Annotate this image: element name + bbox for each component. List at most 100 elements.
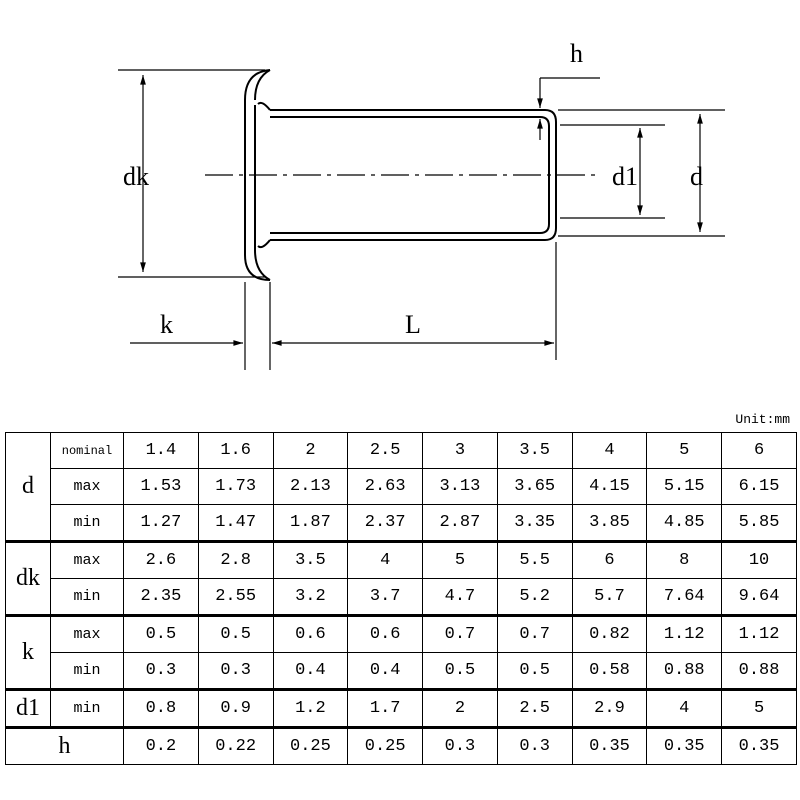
- value-cell: 5.5: [496, 540, 573, 579]
- value-cell: 2.5: [496, 688, 573, 728]
- eyelet-drawing: h dk d1 d k L: [118, 39, 725, 370]
- value-cell: 2.13: [272, 468, 349, 505]
- sub-label: min: [50, 578, 124, 616]
- label-h: h: [570, 39, 583, 68]
- value-cell: 0.5: [197, 614, 274, 653]
- value-cell: 0.5: [496, 652, 573, 690]
- group-label: h: [5, 726, 124, 765]
- value-cell: 10: [721, 540, 797, 579]
- value-cell: 0.7: [496, 614, 573, 653]
- value-cell: 0.9: [197, 688, 274, 728]
- sub-label: min: [50, 688, 124, 728]
- value-cell: 5: [721, 688, 797, 728]
- value-cell: 1.53: [123, 468, 199, 505]
- label-k: k: [160, 310, 173, 339]
- group-label: dk: [5, 540, 51, 616]
- value-cell: 0.5: [422, 652, 498, 690]
- value-cell: 5: [422, 540, 498, 579]
- value-cell: 4: [347, 540, 424, 579]
- value-cell: 1.73: [197, 468, 274, 505]
- value-cell: 0.2: [123, 726, 199, 765]
- value-cell: 6: [721, 432, 797, 469]
- value-cell: 1.6: [197, 432, 274, 469]
- value-cell: 0.4: [272, 652, 349, 690]
- value-cell: 0.6: [272, 614, 349, 653]
- value-cell: 5.85: [721, 504, 797, 542]
- value-cell: 3: [422, 432, 498, 469]
- value-cell: 0.8: [123, 688, 199, 728]
- value-cell: 0.35: [721, 726, 797, 765]
- value-cell: 2.37: [347, 504, 424, 542]
- value-cell: 1.27: [123, 504, 199, 542]
- label-d1: d1: [612, 162, 638, 191]
- value-cell: 2.6: [123, 540, 199, 579]
- value-cell: 8: [646, 540, 723, 579]
- value-cell: 3.85: [571, 504, 648, 542]
- value-cell: 1.12: [646, 614, 723, 653]
- value-cell: 0.58: [571, 652, 648, 690]
- sub-label: min: [50, 652, 124, 690]
- value-cell: 5: [646, 432, 723, 469]
- sub-label: min: [50, 504, 124, 542]
- label-d: d: [690, 162, 703, 191]
- value-cell: 0.25: [272, 726, 349, 765]
- value-cell: 3.5: [272, 540, 349, 579]
- value-cell: 4.7: [422, 578, 498, 616]
- value-cell: 2.55: [197, 578, 274, 616]
- value-cell: 3.5: [496, 432, 573, 469]
- value-cell: 1.7: [347, 688, 424, 728]
- value-cell: 2.35: [123, 578, 199, 616]
- sub-label: max: [50, 614, 124, 653]
- group-label: d: [5, 432, 51, 542]
- value-cell: 0.22: [197, 726, 274, 765]
- value-cell: 3.2: [272, 578, 349, 616]
- value-cell: 3.13: [422, 468, 498, 505]
- value-cell: 1.47: [197, 504, 274, 542]
- value-cell: 0.3: [123, 652, 199, 690]
- value-cell: 4.85: [646, 504, 723, 542]
- value-cell: 0.88: [646, 652, 723, 690]
- value-cell: 0.88: [721, 652, 797, 690]
- value-cell: 5.2: [496, 578, 573, 616]
- value-cell: 1.2: [272, 688, 349, 728]
- sub-label: nominal: [50, 432, 124, 469]
- value-cell: 4: [646, 688, 723, 728]
- label-dk: dk: [123, 162, 149, 191]
- value-cell: 2: [272, 432, 349, 469]
- value-cell: 0.25: [347, 726, 424, 765]
- value-cell: 3.65: [496, 468, 573, 505]
- value-cell: 6.15: [721, 468, 797, 505]
- value-cell: 0.6: [347, 614, 424, 653]
- value-cell: 5.15: [646, 468, 723, 505]
- value-cell: 1.12: [721, 614, 797, 653]
- value-cell: 0.3: [197, 652, 274, 690]
- value-cell: 2: [422, 688, 498, 728]
- value-cell: 0.82: [571, 614, 648, 653]
- value-cell: 2.63: [347, 468, 424, 505]
- sub-label: max: [50, 468, 124, 505]
- value-cell: 2.8: [197, 540, 274, 579]
- value-cell: 2.87: [422, 504, 498, 542]
- group-label: d1: [5, 688, 51, 728]
- value-cell: 0.35: [646, 726, 723, 765]
- value-cell: 0.3: [496, 726, 573, 765]
- sub-label: max: [50, 540, 124, 579]
- value-cell: 3.35: [496, 504, 573, 542]
- value-cell: 0.7: [422, 614, 498, 653]
- value-cell: 3.7: [347, 578, 424, 616]
- value-cell: 0.5: [123, 614, 199, 653]
- value-cell: 5.7: [571, 578, 648, 616]
- value-cell: 1.4: [123, 432, 199, 469]
- value-cell: 0.35: [571, 726, 648, 765]
- value-cell: 4.15: [571, 468, 648, 505]
